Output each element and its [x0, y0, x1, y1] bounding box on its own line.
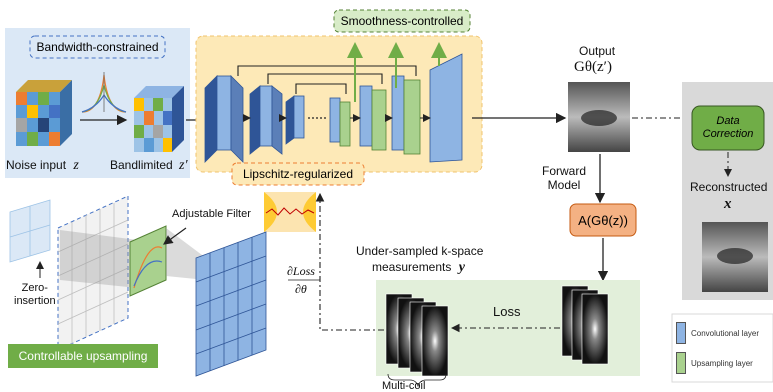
bandlimited-var: z′ [179, 158, 188, 173]
noise-input-text: Noise input [6, 158, 67, 172]
noise-input-var: z [73, 158, 79, 173]
lipschitz-label-box [231, 162, 365, 186]
reconstructed-label: Reconstructed [690, 180, 768, 194]
controllable-upsampling-badge [8, 344, 158, 368]
data-correction-label: Data Correction [702, 115, 754, 140]
output-title: Output [579, 44, 616, 58]
bandlimited-cube [134, 86, 184, 152]
legend-label: Convolutional layer [691, 328, 760, 338]
legend-box [671, 313, 773, 383]
measurements-label: measurements y [372, 260, 465, 276]
adjustable-filter-pointer [163, 227, 187, 245]
bandlimited-label: Bandlimited z′ [110, 158, 188, 174]
zero-insertion-grid [9, 199, 51, 263]
measurements-text: measurements [372, 260, 452, 274]
forward-model-box [569, 203, 637, 237]
multicoil-brace [387, 373, 447, 388]
smoothness-arrows [347, 42, 447, 102]
legend-label: Upsampling layer [691, 358, 753, 368]
undersampled-label: Under-sampled k-space [356, 244, 484, 258]
multicoil-label: Multi-coil [382, 380, 426, 392]
noise-input-cube [16, 80, 72, 146]
adjustable-filter-label: Adjustable Filter [172, 208, 251, 220]
controllable-upsampling-label: Controllable upsampling [18, 349, 148, 363]
noise-input-label: Noise input z [6, 158, 79, 174]
legend-item: Convolutional layer [676, 322, 759, 344]
forward-formula: A(Gθ(z)) [578, 212, 628, 228]
output-formula: Gθ(z′) [574, 59, 612, 75]
measurements-var: y [458, 260, 465, 275]
kspace-stack-right [561, 285, 609, 365]
skip-connections [237, 65, 417, 94]
bandlimited-text: Bandlimited [110, 158, 173, 172]
bandwidth-label-box [29, 35, 166, 59]
bandwidth-label: Bandwidth-constrained [36, 40, 159, 54]
legend-swatch [676, 322, 686, 344]
dloss-denominator: ∂θ [295, 282, 307, 296]
output-feature-grid [195, 231, 267, 377]
gradient-feedback-line [315, 192, 384, 331]
data-correction-box [691, 105, 765, 151]
smoothness-label: Smoothness-controlled [340, 14, 464, 28]
legend-swatch [676, 352, 686, 374]
legend-item: Upsampling layer [676, 352, 753, 374]
encoder-layers [204, 75, 305, 163]
forward-model-label: Forward Model [542, 164, 587, 192]
filter-projection [60, 230, 138, 288]
adjustable-filter-kernel [129, 225, 167, 297]
lipschitz-plot-icon [264, 192, 316, 232]
decoder-layers [329, 53, 463, 163]
dloss-numerator: ∂Loss [287, 264, 315, 278]
kspace-stack-left [385, 293, 449, 377]
gaussian-filter-icon [81, 72, 127, 113]
upsampled-grid [57, 195, 129, 351]
zero-insertion-label: Zero- insertion [14, 282, 56, 307]
lipschitz-label: Lipschitz-regularized [242, 167, 354, 181]
reconstructed-var: x [724, 196, 732, 212]
smoothness-label-box [333, 9, 471, 33]
loss-label: Loss [493, 304, 521, 319]
